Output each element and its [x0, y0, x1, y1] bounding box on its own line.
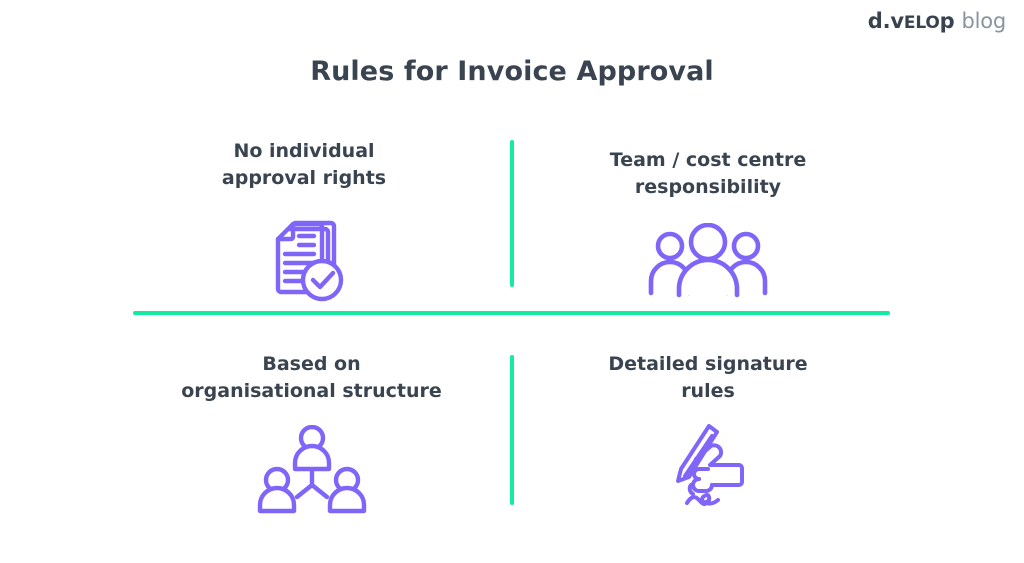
brand-mark: d.vELOp	[867, 9, 955, 33]
quadrant-team-cost-centre-responsibility: Team / cost centre responsibility	[548, 147, 868, 299]
vertical-divider-top	[510, 140, 514, 287]
hand-signing-pen-icon	[665, 419, 751, 515]
horizontal-divider	[133, 311, 890, 315]
org-chart-people-icon	[257, 424, 367, 517]
quadrant-label: Detailed signature rules	[608, 353, 808, 402]
quadrant-label: No individual approval rights	[221, 140, 387, 189]
brand-word: blog	[961, 9, 1006, 33]
brand-logo: d.vELOp blog	[868, 11, 1006, 32]
quadrant-based-on-organisational-structure: Based on organisational structure	[134, 351, 489, 517]
quadrant-label: Based on organisational structure	[181, 353, 442, 402]
quadrant-no-individual-approval-rights: No individual approval rights	[134, 138, 474, 308]
vertical-divider-bottom	[510, 355, 514, 505]
quadrant-label: Team / cost centre responsibility	[609, 149, 807, 198]
document-stack-check-icon	[256, 212, 352, 308]
people-group-icon	[646, 222, 770, 299]
page-title: Rules for Invoice Approval	[310, 56, 714, 87]
quadrant-detailed-signature-rules: Detailed signature rules	[548, 351, 868, 515]
